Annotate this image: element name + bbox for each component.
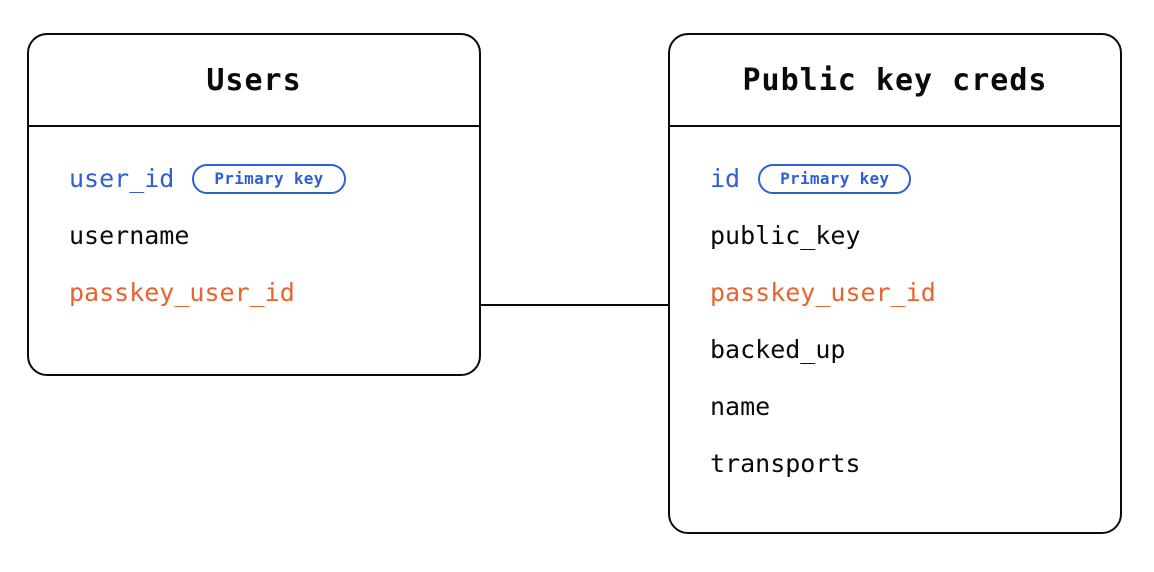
primary-key-badge: Primary key [758, 163, 912, 194]
entity-title-public-key-creds: Public key creds [742, 62, 1048, 98]
field-row-backed-up[interactable]: backed_up [670, 321, 1120, 378]
relationship-connector-line [479, 304, 670, 306]
field-name-username: username [69, 221, 190, 250]
field-row-username[interactable]: username [29, 207, 479, 264]
field-name-name: name [710, 392, 771, 421]
entity-card-users[interactable]: Users user_id Primary key username passk… [27, 33, 481, 376]
field-name-public-key: public_key [710, 221, 861, 250]
entity-field-list-public-key-creds: id Primary key public_key passkey_user_i… [670, 127, 1120, 492]
entity-field-list-users: user_id Primary key username passkey_use… [29, 127, 479, 321]
primary-key-badge-label: Primary key [214, 169, 324, 188]
field-row-passkey-user-id[interactable]: passkey_user_id [670, 264, 1120, 321]
field-row-name[interactable]: name [670, 378, 1120, 435]
field-row-user-id[interactable]: user_id Primary key [29, 150, 479, 207]
field-name-passkey-user-id: passkey_user_id [69, 278, 295, 307]
field-row-public-key[interactable]: public_key [670, 207, 1120, 264]
primary-key-badge-label: Primary key [780, 169, 890, 188]
field-row-passkey-user-id[interactable]: passkey_user_id [29, 264, 479, 321]
entity-card-public-key-creds[interactable]: Public key creds id Primary key public_k… [668, 33, 1122, 534]
field-name-backed-up: backed_up [710, 335, 846, 364]
field-name-transports: transports [710, 449, 861, 478]
entity-header-users: Users [29, 35, 479, 127]
field-name-user-id: user_id [69, 164, 175, 193]
field-name-id: id [710, 164, 741, 193]
field-row-transports[interactable]: transports [670, 435, 1120, 492]
entity-header-public-key-creds: Public key creds [670, 35, 1120, 127]
field-name-passkey-user-id: passkey_user_id [710, 278, 936, 307]
entity-title-users: Users [206, 62, 302, 98]
field-row-id[interactable]: id Primary key [670, 150, 1120, 207]
primary-key-badge: Primary key [192, 163, 346, 194]
